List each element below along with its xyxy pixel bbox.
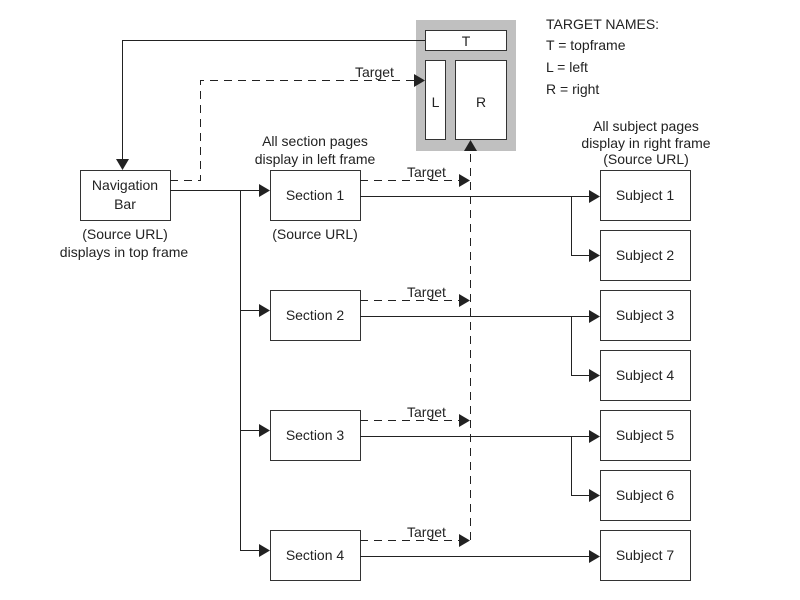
section-label: Section 1 (286, 187, 345, 203)
section-box (270, 170, 361, 221)
frame-right-label: R (476, 94, 486, 110)
target-label: Target (407, 284, 446, 300)
section-node: Section 4 Target (240, 524, 470, 581)
target-label: Target (407, 164, 446, 180)
subject-box (600, 410, 691, 461)
subject-label: Subject 4 (616, 367, 675, 383)
subjects-layer: Subject 1 Subject 2 Subject 3 Subject 4 Subj… (360, 170, 691, 581)
arrow-head-icon (459, 174, 470, 187)
subject-label: Subject 5 (616, 427, 675, 443)
target-label: Target (355, 64, 394, 80)
target-label: Target (407, 524, 446, 540)
subject-node: Subject 4 (600, 350, 691, 401)
subject-note: All subject pages (593, 118, 699, 134)
arrow-head-icon (116, 159, 129, 170)
legend-item: L = left (546, 59, 588, 75)
section-label: Section 2 (286, 307, 345, 323)
arrow-head-icon (259, 424, 270, 437)
navigation-bar-label: Navigation (92, 177, 158, 193)
arrow-head-icon (259, 184, 270, 197)
arrow-head-icon (589, 430, 600, 443)
subject-branch-connector (571, 196, 589, 256)
section-node: Section 2 Target (240, 284, 470, 341)
subject-box (600, 530, 691, 581)
section-box (270, 290, 361, 341)
arrow-head-icon (589, 369, 600, 382)
frame-left (425, 60, 446, 140)
arrow-head-icon (459, 534, 470, 547)
arrow-head-icon (589, 550, 600, 563)
legend: TARGET NAMES: T = topframe L = left R = … (546, 16, 659, 97)
section-box (270, 410, 361, 461)
frame-left-label: L (432, 94, 440, 110)
subject-label: Subject 6 (616, 487, 675, 503)
section1-source-note: (Source URL) (272, 226, 358, 242)
section-node: Section 3 Target (240, 404, 470, 461)
subject-note: (Source URL) (603, 151, 689, 167)
subject-node: Subject 5 (600, 410, 691, 461)
subject-branch-connector (571, 316, 589, 376)
arrow-head-icon (459, 414, 470, 427)
legend-item: T = topframe (546, 37, 626, 53)
section-note: display in left frame (255, 151, 376, 167)
frame-top (425, 30, 507, 51)
frame-right (455, 60, 507, 140)
subject-box (600, 230, 691, 281)
subject-label: Subject 3 (616, 307, 675, 323)
section-box (270, 530, 361, 581)
arrow-head-icon (464, 140, 477, 151)
arrow-head-icon (589, 310, 600, 323)
arrow-head-icon (259, 304, 270, 317)
subject-branch-connector (571, 436, 589, 496)
subject-label: Subject 7 (616, 547, 675, 563)
subject-node: Subject 3 (600, 290, 691, 341)
subject-node: Subject 6 (600, 470, 691, 521)
section-note: All section pages (262, 133, 368, 149)
nav-target-left-connector (170, 80, 414, 181)
navigation-bar-box (80, 170, 171, 221)
navigation-note: displays in top frame (60, 244, 189, 260)
subject-node: Subject 7 (600, 530, 691, 581)
subject-node: Subject 2 (600, 230, 691, 281)
arrow-head-icon (589, 489, 600, 502)
frameset: T L R (416, 20, 516, 151)
target-label: Target (407, 404, 446, 420)
section-label: Section 3 (286, 427, 345, 443)
arrow-head-icon (589, 190, 600, 203)
subject-box (600, 290, 691, 341)
section-node: Section 1 Target (240, 164, 470, 221)
subject-box (600, 350, 691, 401)
subject-label: Subject 2 (616, 247, 675, 263)
navigation-bar-node: Navigation Bar (Source URL) displays in … (60, 170, 189, 260)
navigation-bar-label: Bar (114, 196, 136, 212)
navigation-note: (Source URL) (82, 226, 168, 242)
arrow-head-icon (259, 544, 270, 557)
arrow-head-icon (414, 74, 425, 87)
subject-node: Subject 1 (600, 170, 691, 221)
topframe-connector (122, 40, 425, 160)
arrow-head-icon (589, 249, 600, 262)
legend-title: TARGET NAMES: (546, 16, 659, 32)
section-label: Section 4 (286, 547, 345, 563)
arrow-head-icon (459, 294, 470, 307)
subject-note: display in right frame (581, 135, 710, 151)
legend-item: R = right (546, 81, 599, 97)
subject-box (600, 470, 691, 521)
frame-top-label: T (462, 33, 471, 49)
subject-box (600, 170, 691, 221)
subject-label: Subject 1 (616, 187, 675, 203)
